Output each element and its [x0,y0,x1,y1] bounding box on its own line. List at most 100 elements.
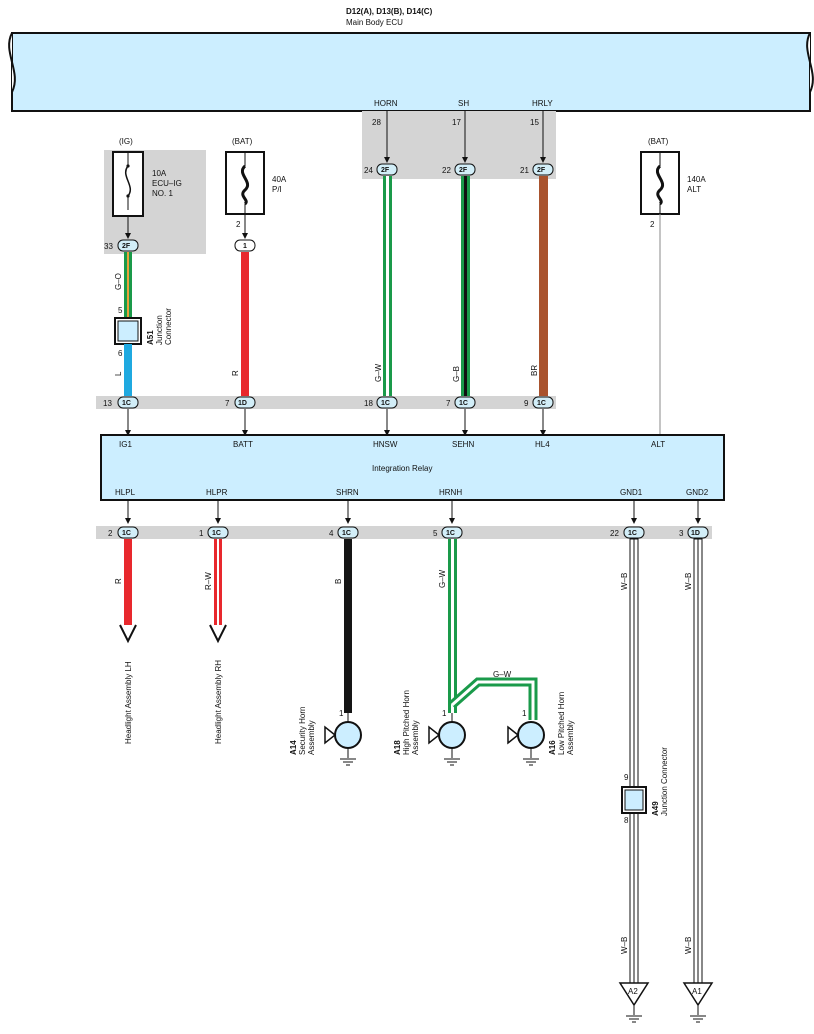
pin-5: 5 [433,529,438,538]
relay-name: Integration Relay [372,464,432,473]
svg-text:2F: 2F [381,167,390,174]
a49-pin-8: 8 [624,816,629,825]
svg-text:1D: 1D [691,530,700,537]
headlight-rh-label: Headlight Assembly RH [214,660,223,744]
pin-13: 13 [103,399,112,408]
ground-a1-label: A1 [692,987,702,996]
wire-label-shrn: B [334,579,343,584]
wire-r-batt [241,252,249,396]
relay-bottom-band [96,526,712,539]
headlight-lh-label: Headlight Assembly LH [124,661,133,744]
svg-text:1C: 1C [459,400,468,407]
ecu-term-sh: SH [458,99,469,108]
ecu-id: D12(A), D13(B), D14(C) [346,7,433,16]
fuse-40a-name: P/I [272,185,282,194]
connector-1: 1 [234,239,256,252]
connector-1d-7: 1D [234,396,256,409]
pin-3: 3 [679,529,684,538]
wire-l [124,344,132,396]
a16-label1: Low Pitched Horn [557,692,566,755]
ecu-pin-17: 17 [452,118,461,127]
wire-label-gnd1-low: W–B [620,937,629,954]
wire-w-b-gnd1 [629,538,639,984]
wire-label-hrnh: G–W [438,569,447,588]
svg-text:2F: 2F [537,167,546,174]
a51-pin-5: 5 [118,306,123,315]
a49-label: Junction Connector [660,747,669,816]
main-body-ecu-box [8,32,814,112]
pin-1: 1 [199,529,204,538]
term-ig1: IG1 [119,440,132,449]
connector-1c-2: 1C [117,526,139,539]
fuse-ig-name2: NO. 1 [152,189,173,198]
fuse-140a-icon [640,151,680,215]
term-batt: BATT [233,440,253,449]
connector-2f-21: 2F [532,163,554,176]
term-gnd2: GND2 [686,488,709,497]
wire-label-gnd1: W–B [620,573,629,590]
wire-label-g-o: G–O [114,273,123,290]
wire-r-hlpl [124,539,132,625]
ecu-term-hrly: HRLY [532,99,553,108]
fuse-40a-icon [225,151,265,215]
junction-connector-a49 [621,786,647,814]
a16-pin: 1 [522,709,527,718]
low-pitched-horn-icon [507,721,545,766]
wire-g-w-hnsw [383,176,392,396]
svg-text:2F: 2F [122,243,131,250]
term-hl4: HL4 [535,440,550,449]
fuse-ig-name1: ECU–IG [152,179,182,188]
wire-g-b-sehn [461,176,470,396]
term-hnsw: HNSW [373,440,398,449]
fuse-140a-pin: 2 [650,220,655,229]
a18-id: A18 [393,740,402,755]
security-horn-icon [324,713,362,766]
term-gnd1: GND1 [620,488,643,497]
fuse-40a-source: (BAT) [232,137,253,146]
fuse-ig-source: (IG) [119,137,133,146]
a49-pin-9: 9 [624,773,629,782]
connector-1c-4: 1C [337,526,359,539]
fuse-ig-rating: 10A [152,169,167,178]
a14-label2: Assembly [307,720,316,755]
connector-1c-1: 1C [207,526,229,539]
term-alt: ALT [651,440,665,449]
pin-33: 33 [104,242,113,251]
fuse-40a-pin: 2 [236,220,241,229]
connector-1c-9: 1C [532,396,554,409]
integration-relay-box [100,434,725,501]
fuse-40a-rating: 40A [272,175,287,184]
a14-pin: 1 [339,709,344,718]
a18-label2: Assembly [411,720,420,755]
ecu-pin-28: 28 [372,118,381,127]
a16-id: A16 [548,740,557,755]
svg-text:1C: 1C [381,400,390,407]
pin-9: 9 [524,399,529,408]
a18-pin: 1 [442,709,447,718]
wire-label-hlpl: R [114,578,123,584]
term-hlpl: HLPL [115,488,136,497]
wire-g-o [124,252,132,318]
ground-a1-icon [682,982,714,1023]
ecu-name: Main Body ECU [346,18,403,27]
wire-label-r: R [231,370,240,376]
term-hrnh: HRNH [439,488,462,497]
wire-w-b-gnd2 [693,538,703,984]
wire-r-w-hlpr [214,539,222,625]
wire-label-hlpr: R–W [204,572,213,590]
a51-id: A51 [146,330,155,345]
connector-1c-5: 1C [441,526,463,539]
term-hlpr: HLPR [206,488,228,497]
wire-label-hnsw: G–W [374,363,383,382]
a51-label1: Junction [155,315,164,345]
connector-1d-3: 1D [687,526,709,539]
pin-7-batt: 7 [225,399,230,408]
connector-2f-33: 2F [117,239,139,252]
connector-1c-13: 1C [117,396,139,409]
connector-2f-24: 2F [376,163,398,176]
ground-a2-label: A2 [628,987,638,996]
junction-connector-a51 [114,317,142,345]
svg-text:1C: 1C [122,400,131,407]
wire-label-gnd2-low: W–B [684,937,693,954]
